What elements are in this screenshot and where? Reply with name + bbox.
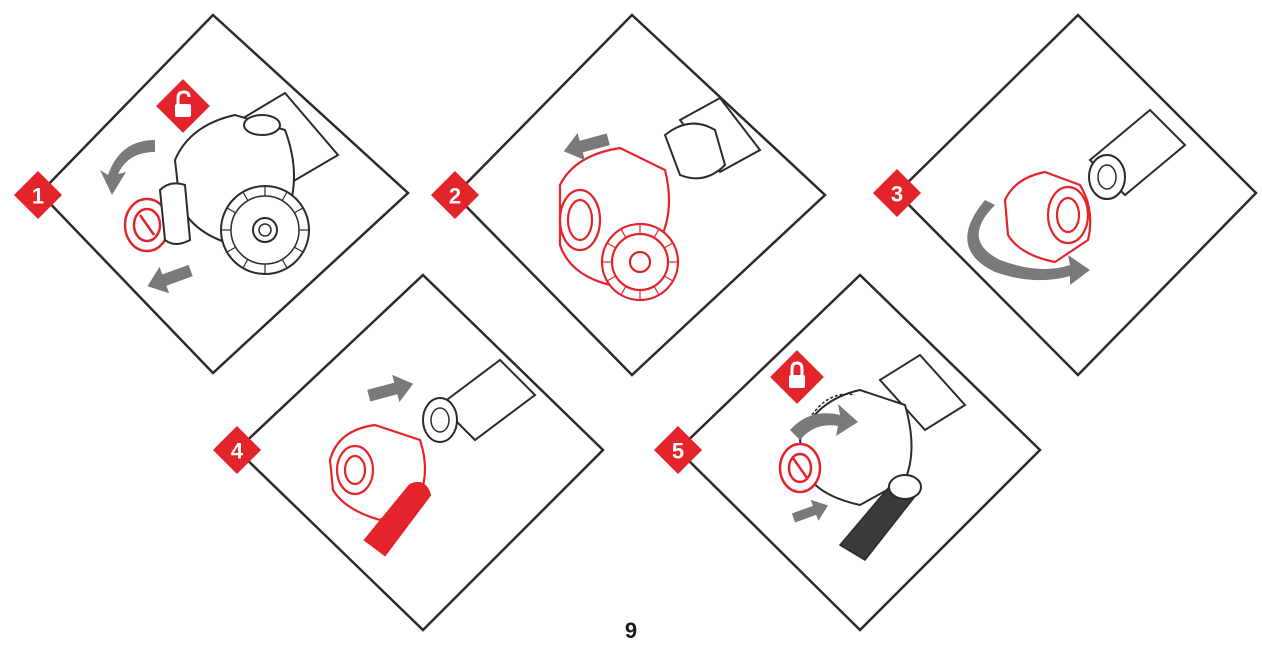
step-5-number: 5	[672, 439, 684, 464]
step-2-badge: 2	[430, 170, 480, 220]
step-2-number: 2	[449, 184, 461, 209]
step-3-illustration	[1003, 108, 1187, 264]
step-5-rotate-arrow	[790, 404, 858, 440]
page-number: 9	[624, 618, 638, 643]
step-4-number: 4	[231, 439, 244, 464]
step-1-number: 1	[32, 184, 44, 209]
step-4-panel: 4	[212, 273, 605, 632]
step-3-panel: 3	[872, 13, 1258, 377]
step-1-illustration	[123, 91, 340, 275]
step-2-illustration	[558, 96, 762, 302]
step-3-number: 3	[891, 182, 903, 207]
step-5-badge: 5	[653, 425, 703, 475]
step-2-panel: 2	[430, 13, 827, 377]
step-1-panel: 1	[13, 13, 410, 375]
step-1-badge: 1	[13, 170, 63, 220]
step-4-illustration	[328, 358, 537, 557]
step-4-badge: 4	[212, 425, 262, 475]
step-3-badge: 3	[872, 168, 922, 218]
step-5-panel: 5	[653, 273, 1042, 632]
step-3-rotate-arrow	[967, 200, 1090, 285]
unlock-icon	[156, 79, 210, 133]
step-1-rotate-arrow	[100, 140, 155, 195]
